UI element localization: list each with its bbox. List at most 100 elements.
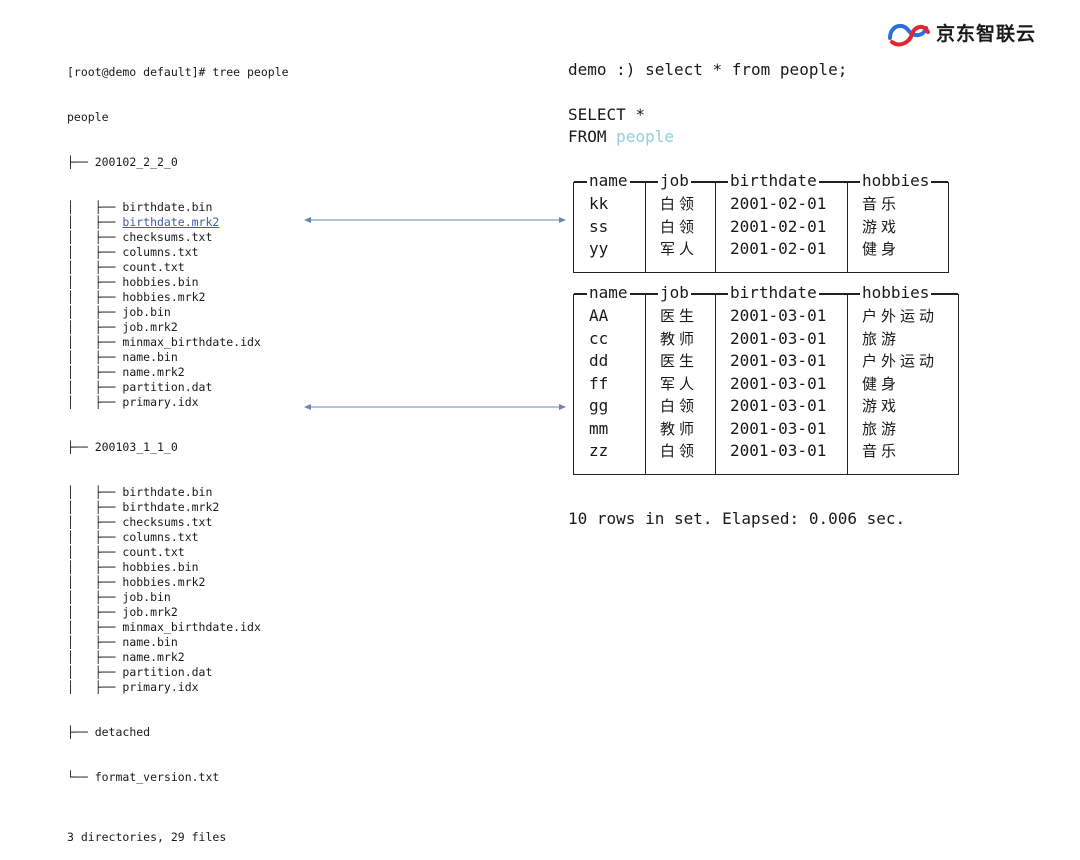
partition-1-files: │ ├── birthdate.bin│ ├── birthdate.mrk2│… [67,200,289,410]
cell-birthdate: 2001-03-01 [730,373,827,393]
column-header-birthdate: birthdate [728,171,819,191]
cell-birthdate: 2001-02-01 [730,194,827,213]
result-status: 10 rows in set. Elapsed: 0.006 sec. [568,509,906,528]
column-header-job: job [658,283,691,303]
column-header-job: job [658,171,691,191]
cell-hobbies: 健身 [862,240,901,258]
cell-job: 教师 [660,329,699,348]
tree-file: │ ├── checksums.txt [67,230,213,244]
tree-file: │ ├── birthdate.mrk2 [67,500,220,514]
cell-job: 医生 [660,307,699,325]
sql-select: SELECT * [568,105,646,124]
tree-file: │ ├── job.bin [67,590,171,604]
tree-file: │ ├── job.bin [67,305,171,319]
tree-file: │ ├── name.mrk2 [67,365,185,379]
tree-file: │ ├── hobbies.mrk2 [67,575,206,589]
cell-birthdate: 2001-03-01 [730,441,827,460]
tree-file: │ ├── count.txt [67,545,185,559]
cell-job: 白领 [660,195,699,213]
cell-birthdate: 2001-02-01 [730,239,827,258]
tree-file: │ ├── hobbies.mrk2 [67,290,206,304]
table-row: cc 教师 2001-03-01 旅游 [574,328,958,351]
tree-file: │ ├── checksums.txt [67,515,213,529]
tree-file: │ ├── columns.txt [67,530,199,544]
cell-name: kk [589,194,609,213]
cell-hobbies: 户外运动 [862,307,939,325]
cell-birthdate: 2001-03-01 [730,396,827,415]
partition-2-files: │ ├── birthdate.bin│ ├── birthdate.mrk2│… [67,485,289,695]
cell-job: 白领 [660,397,699,415]
cell-hobbies: 户外运动 [862,352,939,370]
cell-birthdate: 2001-02-01 [730,216,827,236]
tree-file: │ ├── partition.dat [67,665,213,679]
table-row: yy 军人 2001-02-01 健身 [574,238,948,261]
tree-file: │ ├── count.txt [67,260,185,274]
cell-job: 军人 [660,240,699,258]
column-header-birthdate: birthdate [728,283,819,303]
cell-name: yy [589,239,609,258]
cell-name: mm [589,418,609,438]
sql-command: demo :) select * from people; [568,60,848,79]
tree-file: │ ├── minmax_birthdate.idx [67,620,261,634]
arrow-partition-2 [304,404,566,410]
cell-birthdate: 2001-03-01 [730,328,827,348]
table-row: dd 医生 2001-03-01 户外运动 [574,350,958,373]
cell-hobbies: 游戏 [862,217,901,236]
tree-file: │ ├── minmax_birthdate.idx [67,335,261,349]
cell-name: AA [589,306,609,325]
table-row: gg 白领 2001-03-01 游戏 [574,395,958,418]
tree-summary: 3 directories, 29 files [67,830,227,844]
tree-file: │ ├── primary.idx [67,680,199,694]
table-row: kk 白领 2001-02-01 音乐 [574,193,948,216]
cell-name: zz [589,441,609,460]
logo-icon [888,23,930,47]
tree-file: │ ├── name.bin [67,350,178,364]
tree-output: [root@demo default]# tree people people … [67,35,289,860]
tree-detached: ├── detached [67,725,151,739]
cell-job: 白领 [660,217,699,236]
cell-hobbies: 音乐 [862,195,901,213]
tree-file: │ ├── primary.idx [67,395,199,409]
tree-file: │ ├── job.mrk2 [67,605,178,619]
cell-name: ff [589,373,609,393]
cell-hobbies: 游戏 [862,397,901,415]
cell-birthdate: 2001-03-01 [730,418,827,438]
tree-file: │ ├── birthdate.mrk2 [67,215,220,229]
tree-partition-1: ├── 200102_2_2_0 [67,155,178,169]
table-row: mm 教师 2001-03-01 旅游 [574,418,958,441]
cell-birthdate: 2001-03-01 [730,306,827,325]
tree-partition-2: ├── 200103_1_1_0 [67,440,178,454]
cell-name: cc [589,328,609,348]
tree-file: │ ├── columns.txt [67,245,199,259]
sql-from: FROM people [568,127,674,146]
cell-name: ss [589,216,609,236]
cell-hobbies: 音乐 [862,442,901,460]
cell-hobbies: 旅游 [862,419,901,438]
tree-file: │ ├── hobbies.bin [67,560,199,574]
cell-name: dd [589,351,609,370]
cell-job: 教师 [660,419,699,438]
column-header-name: name [587,283,630,303]
tree-file: │ ├── birthdate.bin [67,485,213,499]
tree-format-version: └── format_version.txt [67,770,220,784]
tree-file: │ ├── job.mrk2 [67,320,178,334]
cell-job: 医生 [660,352,699,370]
table-row: ss 白领 2001-02-01 游戏 [574,216,948,239]
cell-birthdate: 2001-03-01 [730,351,827,370]
tree-file: │ ├── name.bin [67,635,178,649]
tree-file: │ ├── partition.dat [67,380,213,394]
cell-name: gg [589,396,609,415]
column-header-hobbies: hobbies [860,283,932,303]
cell-job: 军人 [660,374,699,393]
sql-table-name: people [616,127,674,146]
logo-text: 京东智联云 [936,23,1037,45]
cell-hobbies: 旅游 [862,329,901,348]
tree-file: │ ├── name.mrk2 [67,650,185,664]
tree-file: │ ├── hobbies.bin [67,275,199,289]
tree-command: [root@demo default]# tree people [67,65,289,79]
tree-root: people [67,110,109,124]
